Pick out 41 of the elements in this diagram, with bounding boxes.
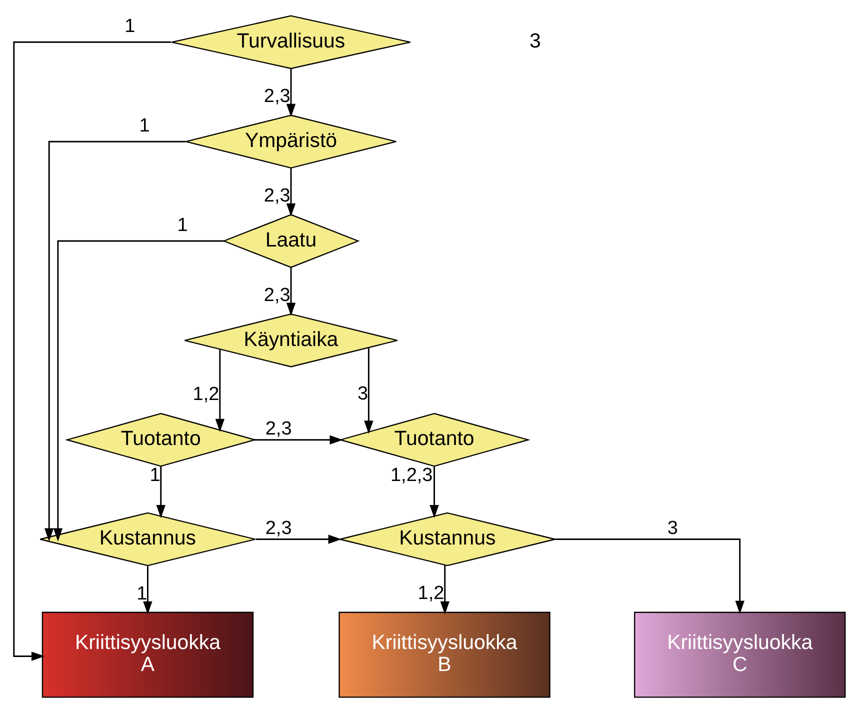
arrow xyxy=(44,140,186,542)
arrow xyxy=(143,566,152,614)
arrow xyxy=(53,240,224,542)
edge-label: 2,3 xyxy=(264,86,290,107)
arrow xyxy=(440,565,450,615)
arrow xyxy=(286,68,296,118)
node-diamond: Kustannus xyxy=(339,512,556,566)
arrow xyxy=(215,350,224,432)
edge-label: 1 xyxy=(150,464,160,486)
node-diamond: Käyntiaika xyxy=(184,314,398,368)
node-diamond: Turvallisuus xyxy=(171,15,411,70)
node-box: Kriittisyysluokka B xyxy=(338,612,550,698)
edge-label: 1 xyxy=(177,214,188,236)
edge-label: 2,3 xyxy=(264,185,290,206)
arrow xyxy=(364,348,374,434)
label: 3 xyxy=(529,30,541,53)
arrow xyxy=(286,168,296,216)
edge-label: 1 xyxy=(124,16,136,38)
node-diamond: Ympäristö xyxy=(185,114,397,168)
arrow xyxy=(555,538,744,614)
edge-label: 1,2 xyxy=(418,582,444,604)
node-diamond: Kustannus xyxy=(40,512,256,566)
arrow xyxy=(256,534,342,544)
node-diamond: Tuotanto xyxy=(64,412,257,467)
node-box: Kriittisyysluokka A xyxy=(42,612,254,698)
edge-label: 1,2,3 xyxy=(390,464,433,486)
edge-label: 1 xyxy=(139,116,150,137)
edge-label: 3 xyxy=(358,384,368,405)
edge-label: 2,3 xyxy=(265,418,292,440)
arrow xyxy=(156,466,166,518)
arrow xyxy=(286,268,296,316)
edge-label: 1 xyxy=(136,583,148,604)
edge-label: 2,3 xyxy=(265,518,292,539)
node-diamond: Laatu xyxy=(222,214,360,268)
edge-label: 1,2 xyxy=(192,384,220,405)
node-box: Kriittisyysluokka C xyxy=(634,612,846,698)
arrow xyxy=(254,435,343,444)
edge-label: 3 xyxy=(667,518,678,539)
arrow xyxy=(430,466,439,518)
arrow xyxy=(13,41,172,661)
edge-label: 2,3 xyxy=(264,284,290,306)
